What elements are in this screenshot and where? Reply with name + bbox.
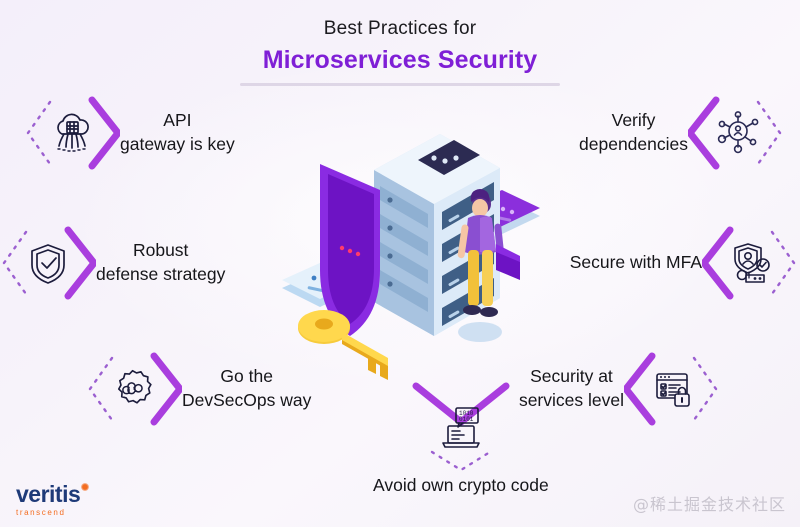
cloud-api-icon [48,109,96,157]
practice-crypto-code[interactable]: 1010 0101 Avoid own crypto code [373,378,549,498]
logo-wordmark: veritis [16,483,136,506]
practice-label: Avoid own crypto code [373,475,549,495]
practice-robust-defense[interactable]: Robust defense strategy [0,222,225,304]
watermark: @稀土掘金技术社区 [632,495,786,514]
chevron-marker [624,348,720,430]
practice-dependencies[interactable]: Verify dependencies [579,92,784,174]
page-title: Best Practices for Microservices Securit… [0,18,800,86]
practice-label: Go the DevSecOps way [182,366,312,410]
chevron-marker [702,222,798,304]
browser-lock-icon [650,365,698,413]
practice-label: Verify dependencies [579,110,688,154]
gear-infinity-icon [110,365,158,413]
svg-text:0101: 0101 [459,416,474,423]
title-line-2: Microservices Security [262,46,538,74]
practice-mfa[interactable]: Secure with MFA [570,222,798,304]
laptop-binary-icon: 1010 0101 [437,404,485,452]
chevron-marker [86,348,182,430]
svg-text:1010: 1010 [459,410,474,417]
logo-tagline: transcend [16,508,66,517]
practice-label: Secure with MFA [569,252,702,273]
chevron-marker-vertical: 1010 0101 [406,378,516,474]
practice-devsecops[interactable]: Go the DevSecOps way [86,348,311,430]
practice-label: API gateway is key [120,110,235,154]
chevron-marker [24,92,120,174]
isometric-server-shield-scene [268,120,548,390]
chevron-marker [0,222,96,304]
logo-dot-icon [81,483,90,491]
technician-person [457,189,520,342]
title-line-1: Best Practices for [323,18,477,39]
practice-services-level[interactable]: Security at services level [519,348,720,430]
title-underline [240,83,560,86]
brand-logo: veritis transcend [16,483,136,517]
gold-key [298,310,388,380]
network-user-icon [714,109,762,157]
practice-api-gateway[interactable]: API gateway is key [24,92,235,174]
shield-check-icon [24,239,72,287]
practice-label: Security at services level [518,366,624,410]
practice-label: Robust defense strategy [96,240,226,284]
shield-key-password-icon [728,239,776,287]
chevron-marker [688,92,784,174]
purple-shield [320,164,380,336]
